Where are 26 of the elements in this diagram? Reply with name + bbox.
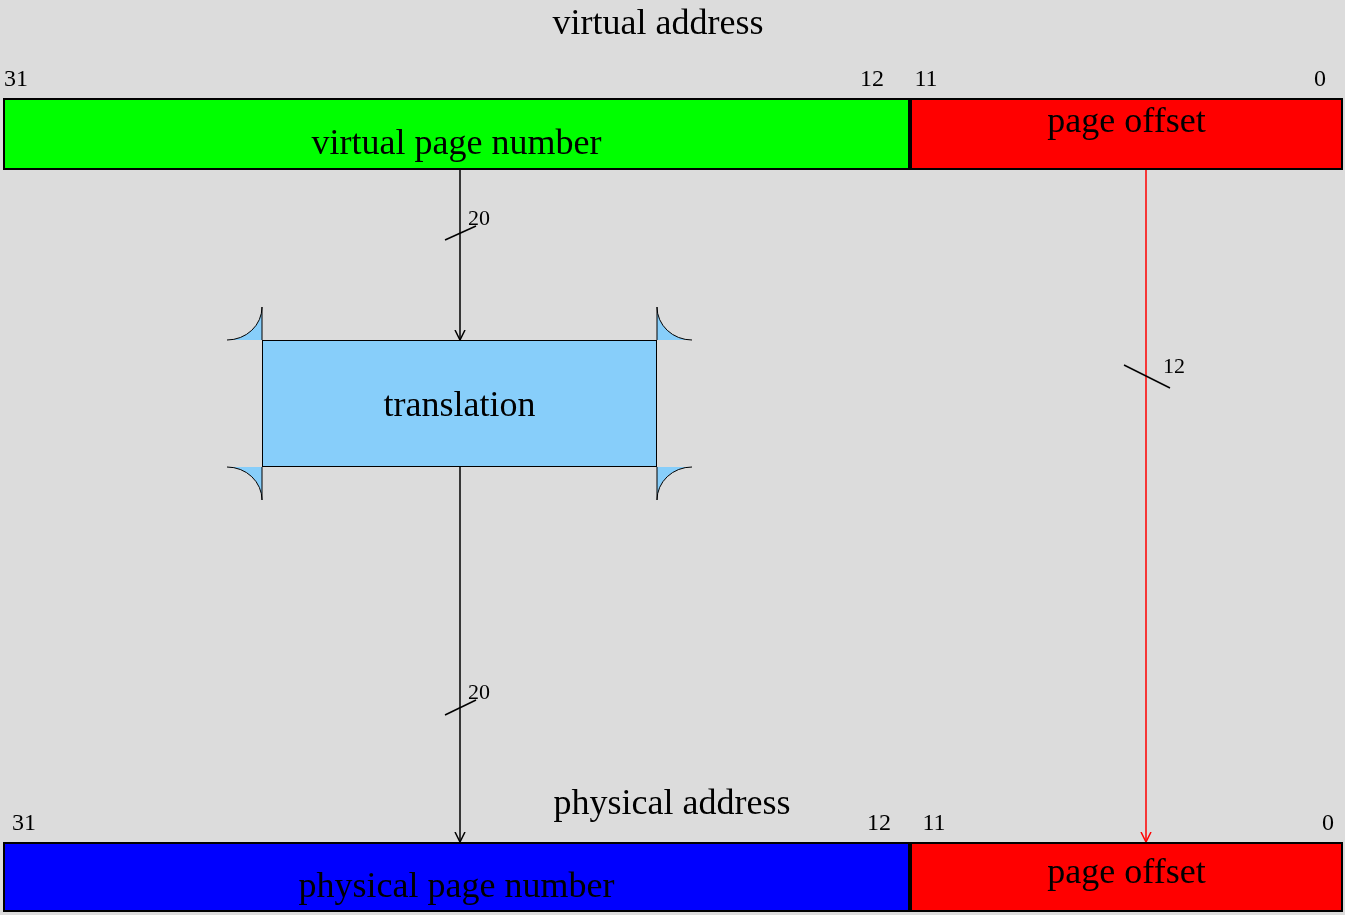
page-number-field <box>3 842 910 912</box>
bit-index: 12 <box>867 810 891 834</box>
field-label: physical page number <box>298 864 615 903</box>
field-label: translation <box>383 385 536 422</box>
bit-index: 0 <box>1322 810 1334 834</box>
address-title: physical address <box>553 784 791 820</box>
page-offset-field <box>910 98 1343 170</box>
field-label: page offset <box>1047 102 1206 142</box>
translation-box <box>262 340 657 467</box>
page-offset-field <box>910 842 1343 912</box>
bit-index: 31 <box>12 810 36 834</box>
edge-label: 20 <box>468 681 490 703</box>
bit-index: 11 <box>922 810 946 834</box>
edge-label: 12 <box>1163 355 1185 377</box>
bit-index: 12 <box>860 66 884 90</box>
bit-index: 0 <box>1314 66 1326 90</box>
bit-index: 31 <box>4 66 28 90</box>
bit-index: 11 <box>914 66 938 90</box>
field-label: virtual page number <box>311 121 602 160</box>
address-title: virtual address <box>552 4 764 40</box>
edge-label: 20 <box>468 207 490 229</box>
arrow <box>1140 169 1152 843</box>
page-number-field <box>3 98 910 170</box>
arrow <box>454 169 466 341</box>
arrow <box>454 466 466 843</box>
field-label: page offset <box>1047 853 1206 893</box>
